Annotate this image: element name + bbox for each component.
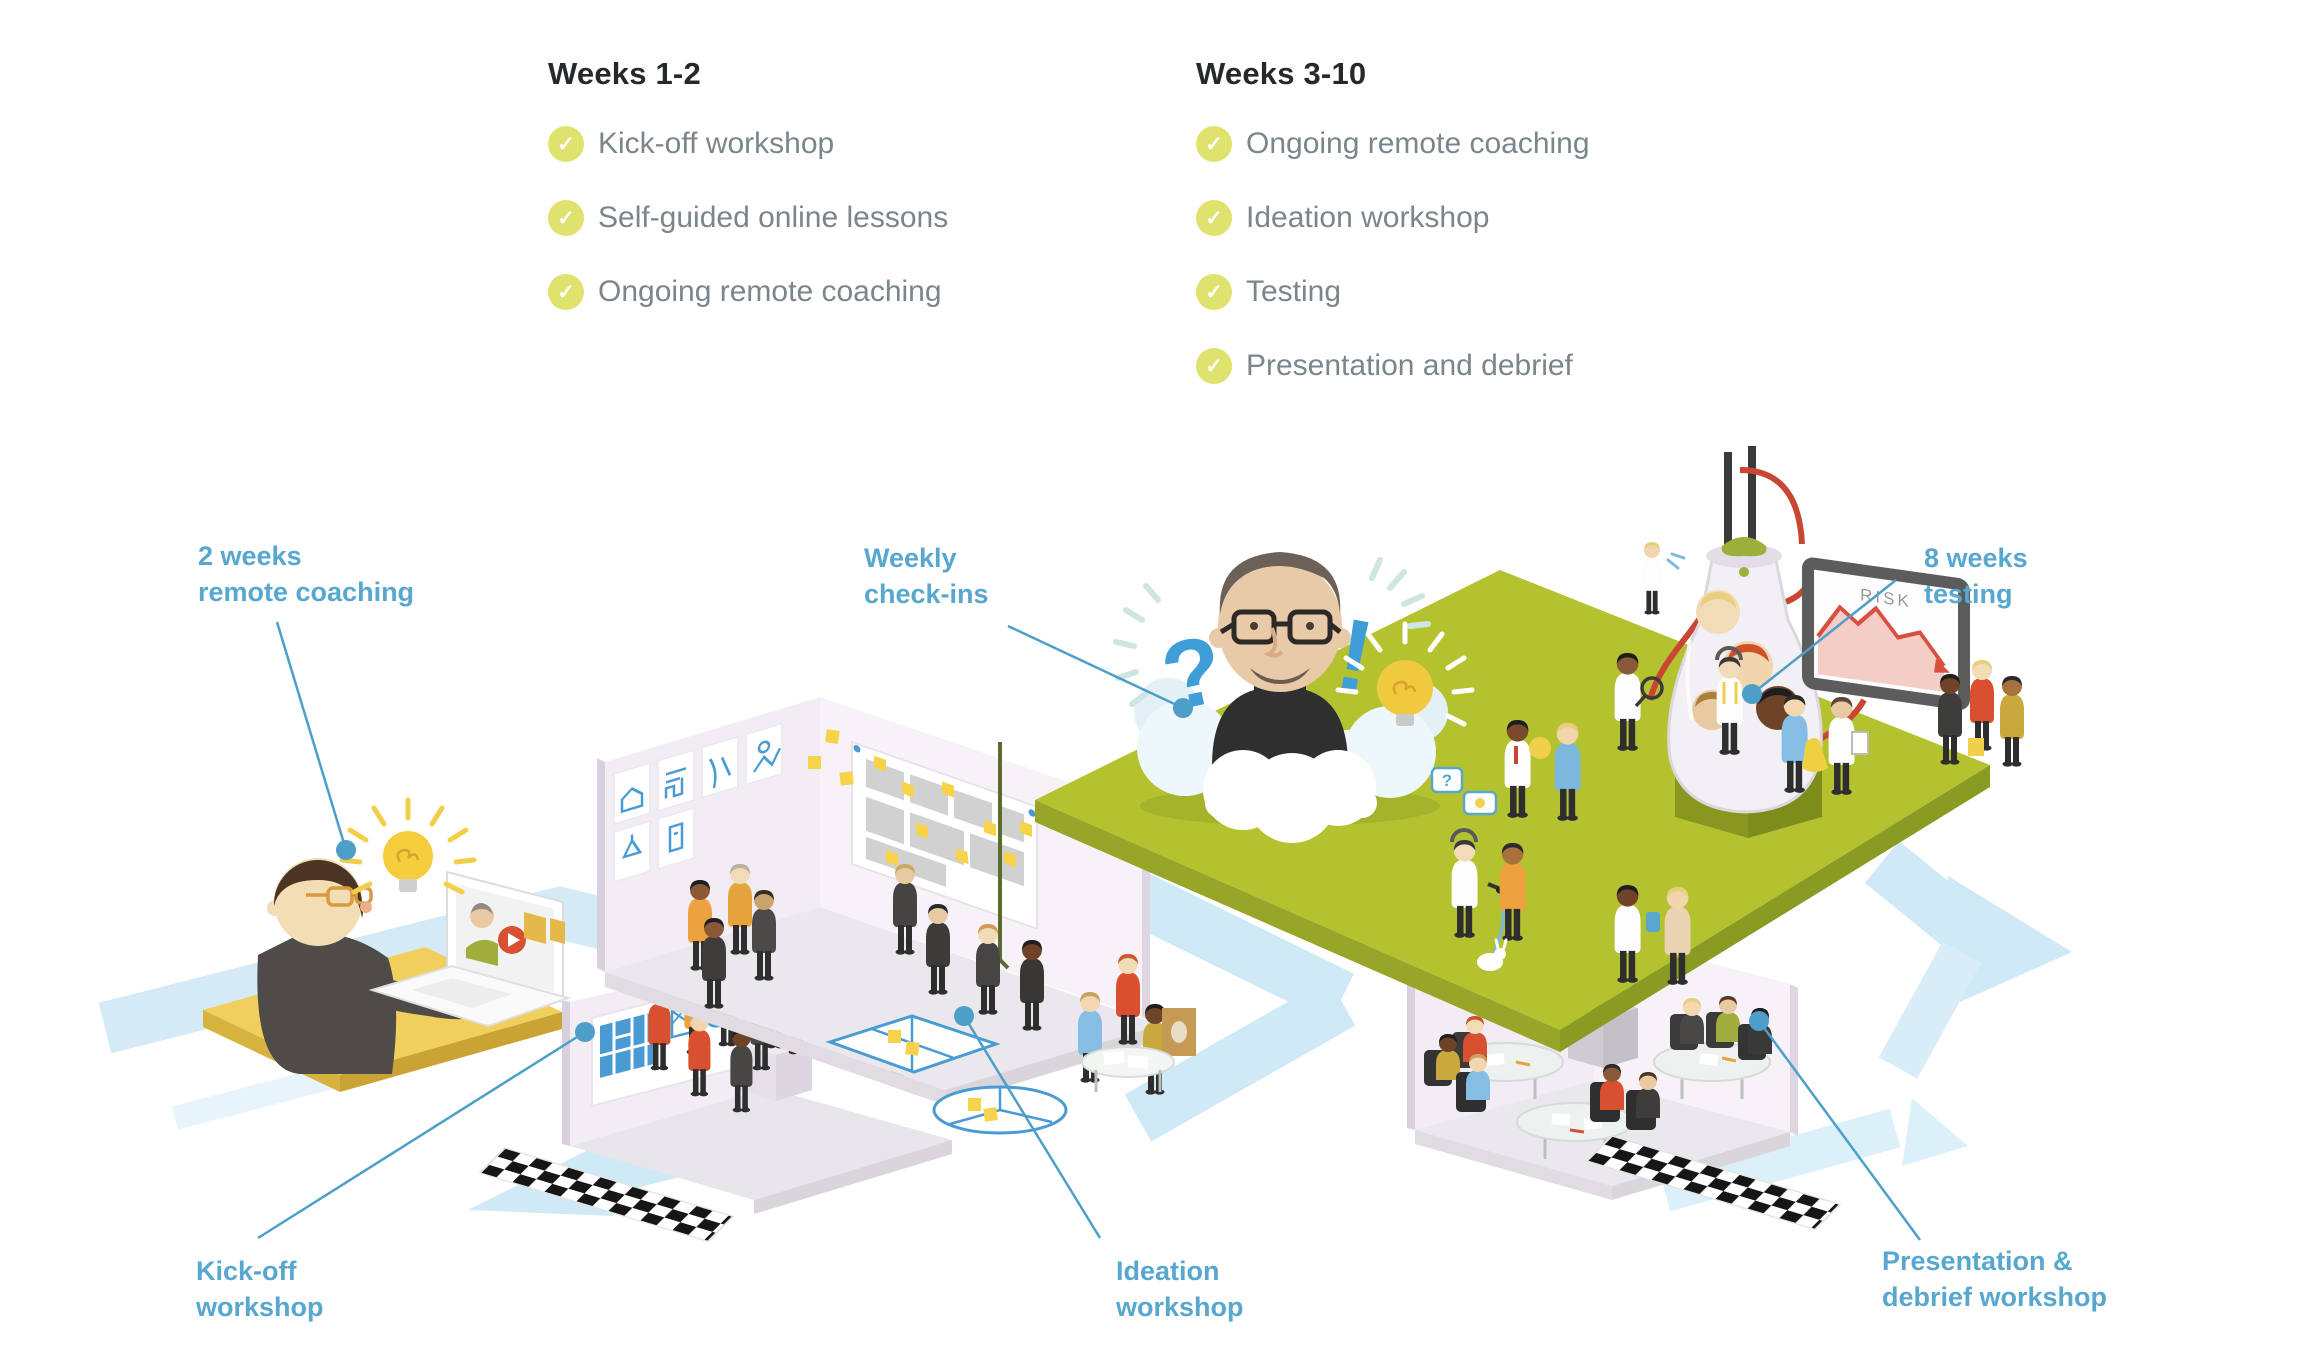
checklist-item-label: Ongoing remote coaching — [598, 275, 942, 308]
ideation-whiteboard — [851, 740, 1038, 931]
laptop — [368, 870, 572, 1028]
checklist-title: Weeks 3-10 — [1196, 56, 1367, 91]
checklist-item: ✓ Testing — [1196, 274, 1590, 310]
checklist-item-label: Ongoing remote coaching — [1246, 127, 1590, 160]
checklist-item-label: Self-guided online lessons — [598, 201, 949, 234]
callout-remote-coaching: 2 weeks remote coaching — [198, 541, 415, 607]
callout-8-weeks-testing: 8 weeks testing — [1924, 543, 2028, 609]
man-body — [257, 933, 397, 1074]
kickoff-finish-flag — [478, 1147, 735, 1243]
checklist-title: Weeks 1-2 — [548, 56, 701, 91]
testing-platform-scene: ? ! — [1035, 446, 2024, 1052]
check-icon: ✓ — [548, 126, 584, 162]
clipboard-prop — [1851, 731, 1869, 755]
wall-stickies — [808, 729, 854, 786]
checklist-item: ✓ Ongoing remote coaching — [1196, 126, 1590, 162]
coach-big-head — [1209, 552, 1351, 766]
risk-monitor: RISK — [1802, 557, 1970, 710]
presentation-finish-flag — [1585, 1135, 1842, 1231]
checklist-item: ✓ Ideation workshop — [1196, 200, 1590, 236]
callout-kickoff-workshop: Kick-off workshop — [196, 1256, 324, 1322]
check-icon: ✓ — [1196, 348, 1232, 384]
wall-posters — [613, 722, 783, 883]
platform-bulb-icon — [1335, 621, 1475, 727]
person-figure — [1642, 542, 1662, 615]
check-icon: ✓ — [548, 200, 584, 236]
callout-weekly-check-ins: Weekly check-ins — [864, 543, 989, 609]
checklist-item-label: Kick-off workshop — [598, 127, 835, 160]
checklist-item: ✓ Kick-off workshop — [548, 126, 948, 162]
garment-prop — [1802, 738, 1828, 772]
callout-leader-lines — [257, 579, 1922, 1241]
person-figure — [2000, 676, 2024, 767]
checklist-item-label: Ideation workshop — [1246, 201, 1490, 234]
callout-dots — [336, 684, 1769, 1042]
checklist-item-label: Presentation and debrief — [1246, 349, 1573, 382]
idea-bulb-prop — [1529, 737, 1551, 759]
check-icon: ✓ — [1196, 274, 1232, 310]
checklist-weeks-3-10: Weeks 3-10 ✓ Ongoing remote coaching ✓ I… — [1196, 56, 1590, 422]
magnifier-icon — [1634, 676, 1664, 708]
cloud-front — [1203, 750, 1377, 843]
interview-group: ? — [1430, 766, 1526, 971]
check-icon: ✓ — [1196, 126, 1232, 162]
seated-attendees — [1424, 996, 1772, 1130]
checklist-item: ✓ Self-guided online lessons — [548, 200, 948, 236]
checklist-item-label: Testing — [1246, 275, 1342, 308]
check-icon: ✓ — [1196, 200, 1232, 236]
check-icon: ✓ — [548, 274, 584, 310]
person-figure — [1970, 660, 1994, 751]
device-prop — [1646, 912, 1660, 932]
floor-canvas — [825, 1014, 1068, 1135]
callout-presentation-debrief: Presentation & debrief workshop — [1882, 1246, 2108, 1312]
bag-prop — [1968, 738, 1984, 756]
svg-text:?: ? — [1442, 771, 1452, 790]
side-table — [1081, 1008, 1196, 1092]
ideation-workshop-scene — [597, 697, 1196, 1135]
remote-coaching-scene — [203, 797, 572, 1092]
checklist-item: ✓ Ongoing remote coaching — [548, 274, 948, 310]
lightbulb-icon — [339, 797, 477, 895]
callout-ideation-workshop: Ideation workshop — [1116, 1256, 1244, 1322]
checklist-item: ✓ Presentation and debrief — [1196, 348, 1590, 384]
checklist-weeks-1-2: Weeks 1-2 ✓ Kick-off workshop ✓ Self-gui… — [548, 56, 948, 348]
